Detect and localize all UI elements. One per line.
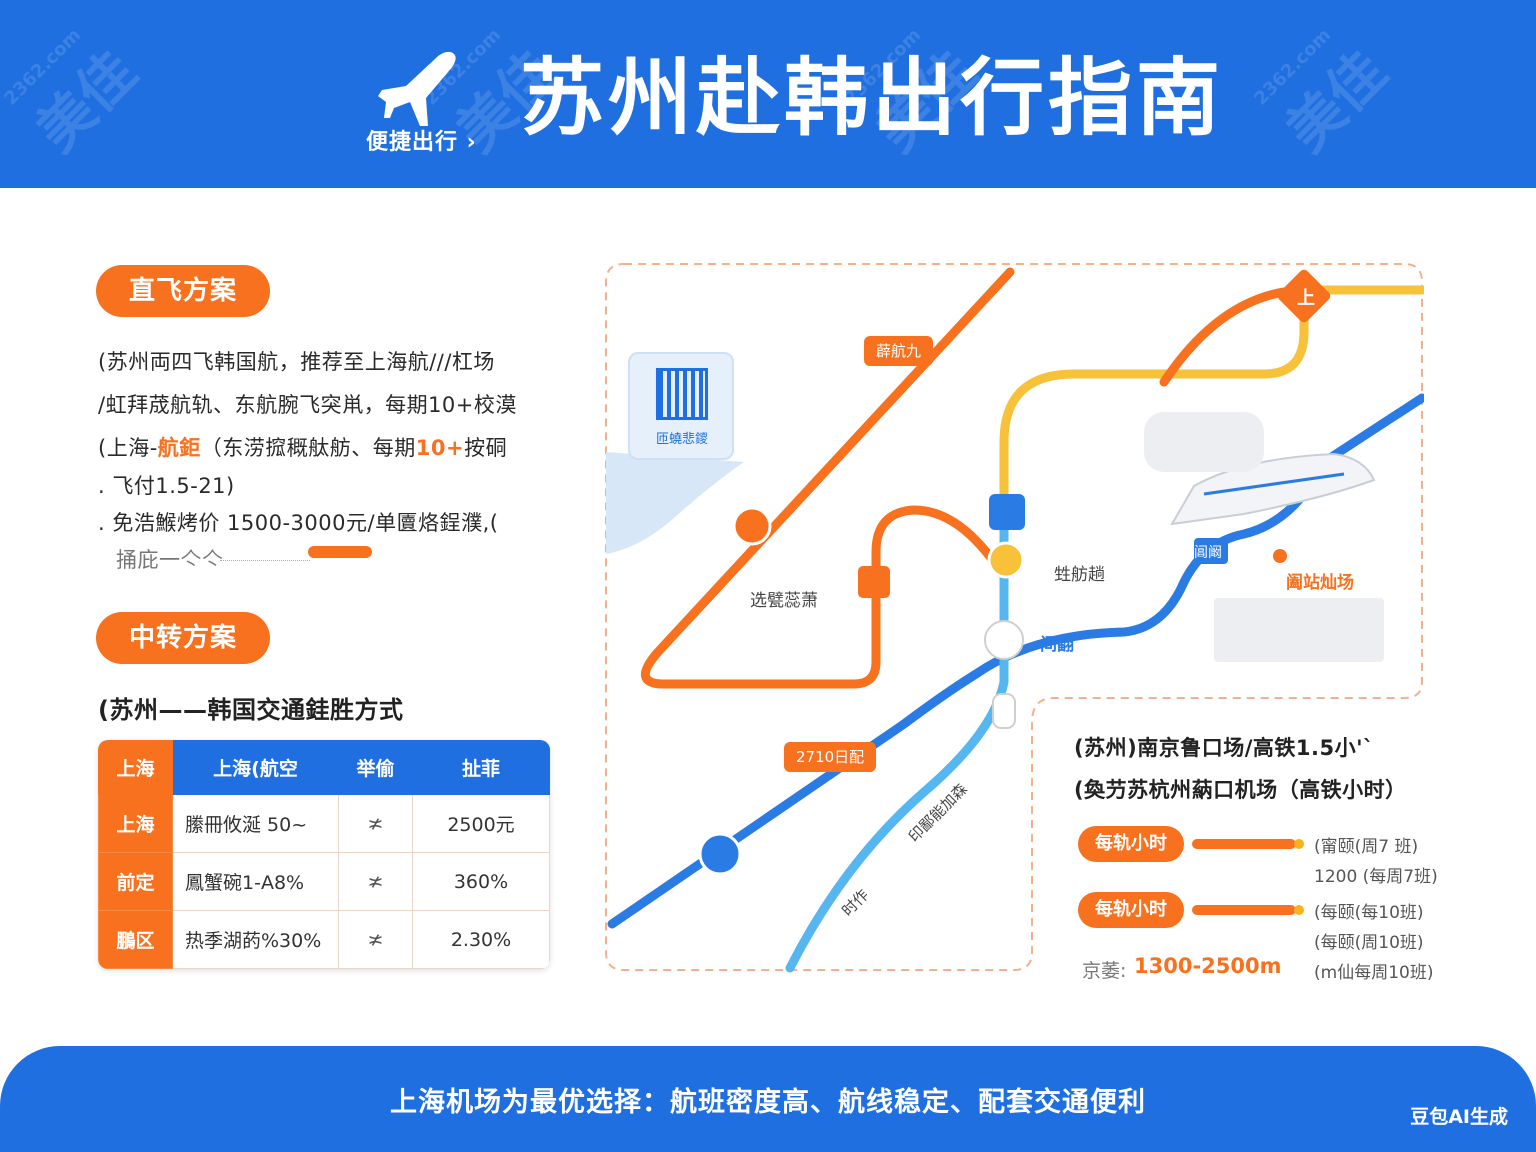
page-title: 苏州赴韩出行指南 (520, 49, 1225, 147)
table-row-head: 上海 (98, 794, 173, 853)
map-label: 选甓蕊萧 (750, 591, 818, 611)
table-header-cell: 扯菲 (412, 740, 550, 795)
frequency-text: (m仙每周10班) (1314, 963, 1434, 983)
direct-line-6: 捅庇一亽亽 (116, 548, 224, 572)
table-row: 前定 鳳蟹碗1-A8% ≭ 360% (98, 852, 550, 911)
qr-code-icon (656, 368, 708, 420)
transfer-icon: ≭ (338, 910, 413, 969)
table-cell-value: 360% (412, 852, 550, 911)
direct-line-1: (苏州両四飞韩国航，推荐至上海航/∕/杠场 (98, 350, 495, 374)
station-node[interactable] (1276, 268, 1333, 325)
info-line-2: (奐芀苏杭州蒳口机场（高铁小时） (1074, 778, 1407, 802)
station-node[interactable] (732, 506, 772, 546)
direct-line-4: . 飞付1.5-21) (98, 474, 235, 498)
frequency-dot-1 (1294, 839, 1304, 849)
frequency-bar-2 (1192, 905, 1296, 915)
frequency-pill-2: 每轨小时 (1078, 892, 1184, 928)
header-subtitle[interactable]: 便捷出行 › (366, 130, 477, 155)
orange-route-line (641, 267, 1015, 689)
qr-code-card[interactable]: 匝蟯悲鑁 (628, 352, 734, 460)
map-label: 上 (1297, 288, 1315, 309)
direct-line-5: . 免浩鯸烤价 1500-3000元/单匵烙鋥濮,( (98, 511, 499, 535)
table-row-head: 前定 (98, 852, 173, 911)
table-header-row: 上海 上海(航空 举偷 扯菲 (98, 740, 550, 795)
footer-summary: 上海机场为最优选择：航班密度高、航线稳定、配套交通便利 (390, 1087, 1146, 1118)
table-row: 上海 縢冊攸涎 50~ ≭ 2500元 (98, 794, 550, 853)
frequency-bar-1 (1192, 839, 1296, 849)
blue-route-line (607, 393, 1424, 929)
header-banner (0, 0, 1536, 188)
direct-line-3: (上海-航鉅（东涝搲穊舦舫、每期10+按硐 (98, 436, 508, 460)
table-cell-value: 2.30% (412, 910, 550, 969)
table-header-cell: 举偷 (338, 740, 413, 795)
station-node[interactable] (1194, 538, 1228, 564)
price-label: 京萎: (1082, 960, 1127, 982)
route-map-svg (605, 263, 1424, 973)
map-label: 间翻 (1040, 635, 1074, 655)
station-node[interactable] (987, 541, 1025, 579)
map-frame-border (605, 263, 1423, 971)
water-area (606, 452, 744, 554)
transfer-table: 上海 上海(航空 举偷 扯菲 上海 縢冊攸涎 50~ ≭ 2500元 前定 鳳蟹… (98, 740, 550, 969)
transfer-icon: ≭ (338, 852, 413, 911)
station-node[interactable] (989, 494, 1025, 530)
table-header-cell: 上海(航空 (172, 740, 339, 795)
train-stripe (1203, 472, 1345, 496)
table-header-cell: 上海 (98, 740, 173, 795)
footer-banner (0, 1046, 1536, 1152)
station-node[interactable] (858, 566, 890, 598)
transfer-heading: (苏州——韩国交通銈胜方式 (98, 696, 404, 724)
map-label: 阖站灿场 (1286, 573, 1354, 593)
qr-label: 匝蟯悲鑁 (655, 432, 708, 447)
frequency-pill-1: 每轨小时 (1078, 826, 1184, 862)
divider-dotted (220, 560, 310, 561)
station-node[interactable] (698, 832, 742, 876)
transfer-icon: ≭ (338, 794, 413, 853)
frequency-text: (每颐(周10班) (1314, 933, 1424, 953)
price-value: 1300-2500m (1134, 954, 1282, 978)
building-shape (1214, 598, 1384, 662)
frequency-text: (每颐(每10班) (1314, 903, 1424, 923)
table-cell-desc: 縢冊攸涎 50~ (172, 794, 339, 853)
station-node[interactable] (984, 620, 1024, 660)
frequency-dot-2 (1294, 905, 1304, 915)
building-shape (1144, 412, 1264, 472)
info-line-1: (苏州)南京鲁口场/高铁1.5小'` (1074, 736, 1374, 760)
map-label: 甡舫趟 (1054, 565, 1105, 585)
yellow-route-line (999, 285, 1424, 517)
direct-line-2: /虹拜荿航轨、东航腕飞突鼡，每期10+校漠 (98, 393, 517, 417)
direct-flight-pill: 直飞方案 (96, 265, 270, 317)
table-row-head: 鵬区 (98, 910, 173, 969)
poi-dot (1273, 549, 1287, 563)
table-row: 鵬区 热季湖菂%30% ≭ 2.30% (98, 910, 550, 969)
table-cell-value: 2500元 (412, 794, 550, 853)
table-cell-desc: 热季湖菂%30% (172, 910, 339, 969)
station-node[interactable] (992, 693, 1016, 729)
table-cell-desc: 鳳蟹碗1-A8% (172, 852, 339, 911)
map-label: 阊阚 (1194, 545, 1222, 561)
footer-credit: 豆包AI生成 (1410, 1106, 1508, 1128)
airplane-icon (378, 51, 456, 127)
accent-bar (308, 546, 372, 558)
frequency-text: 1200 (每周7班) (1314, 867, 1438, 887)
map-tag-2: 2710日配 (784, 742, 877, 772)
transfer-pill: 中转方案 (96, 612, 270, 664)
frequency-text: (甯颐(周7 班) (1314, 837, 1419, 857)
map-tag-1: 薜航九 (864, 336, 934, 366)
route-map: 薜航九 2710日配 选甓蕊萧 甡舫趟 阊阚 间翻 印鄙能加森 时作 阖站灿场 … (604, 262, 1424, 974)
